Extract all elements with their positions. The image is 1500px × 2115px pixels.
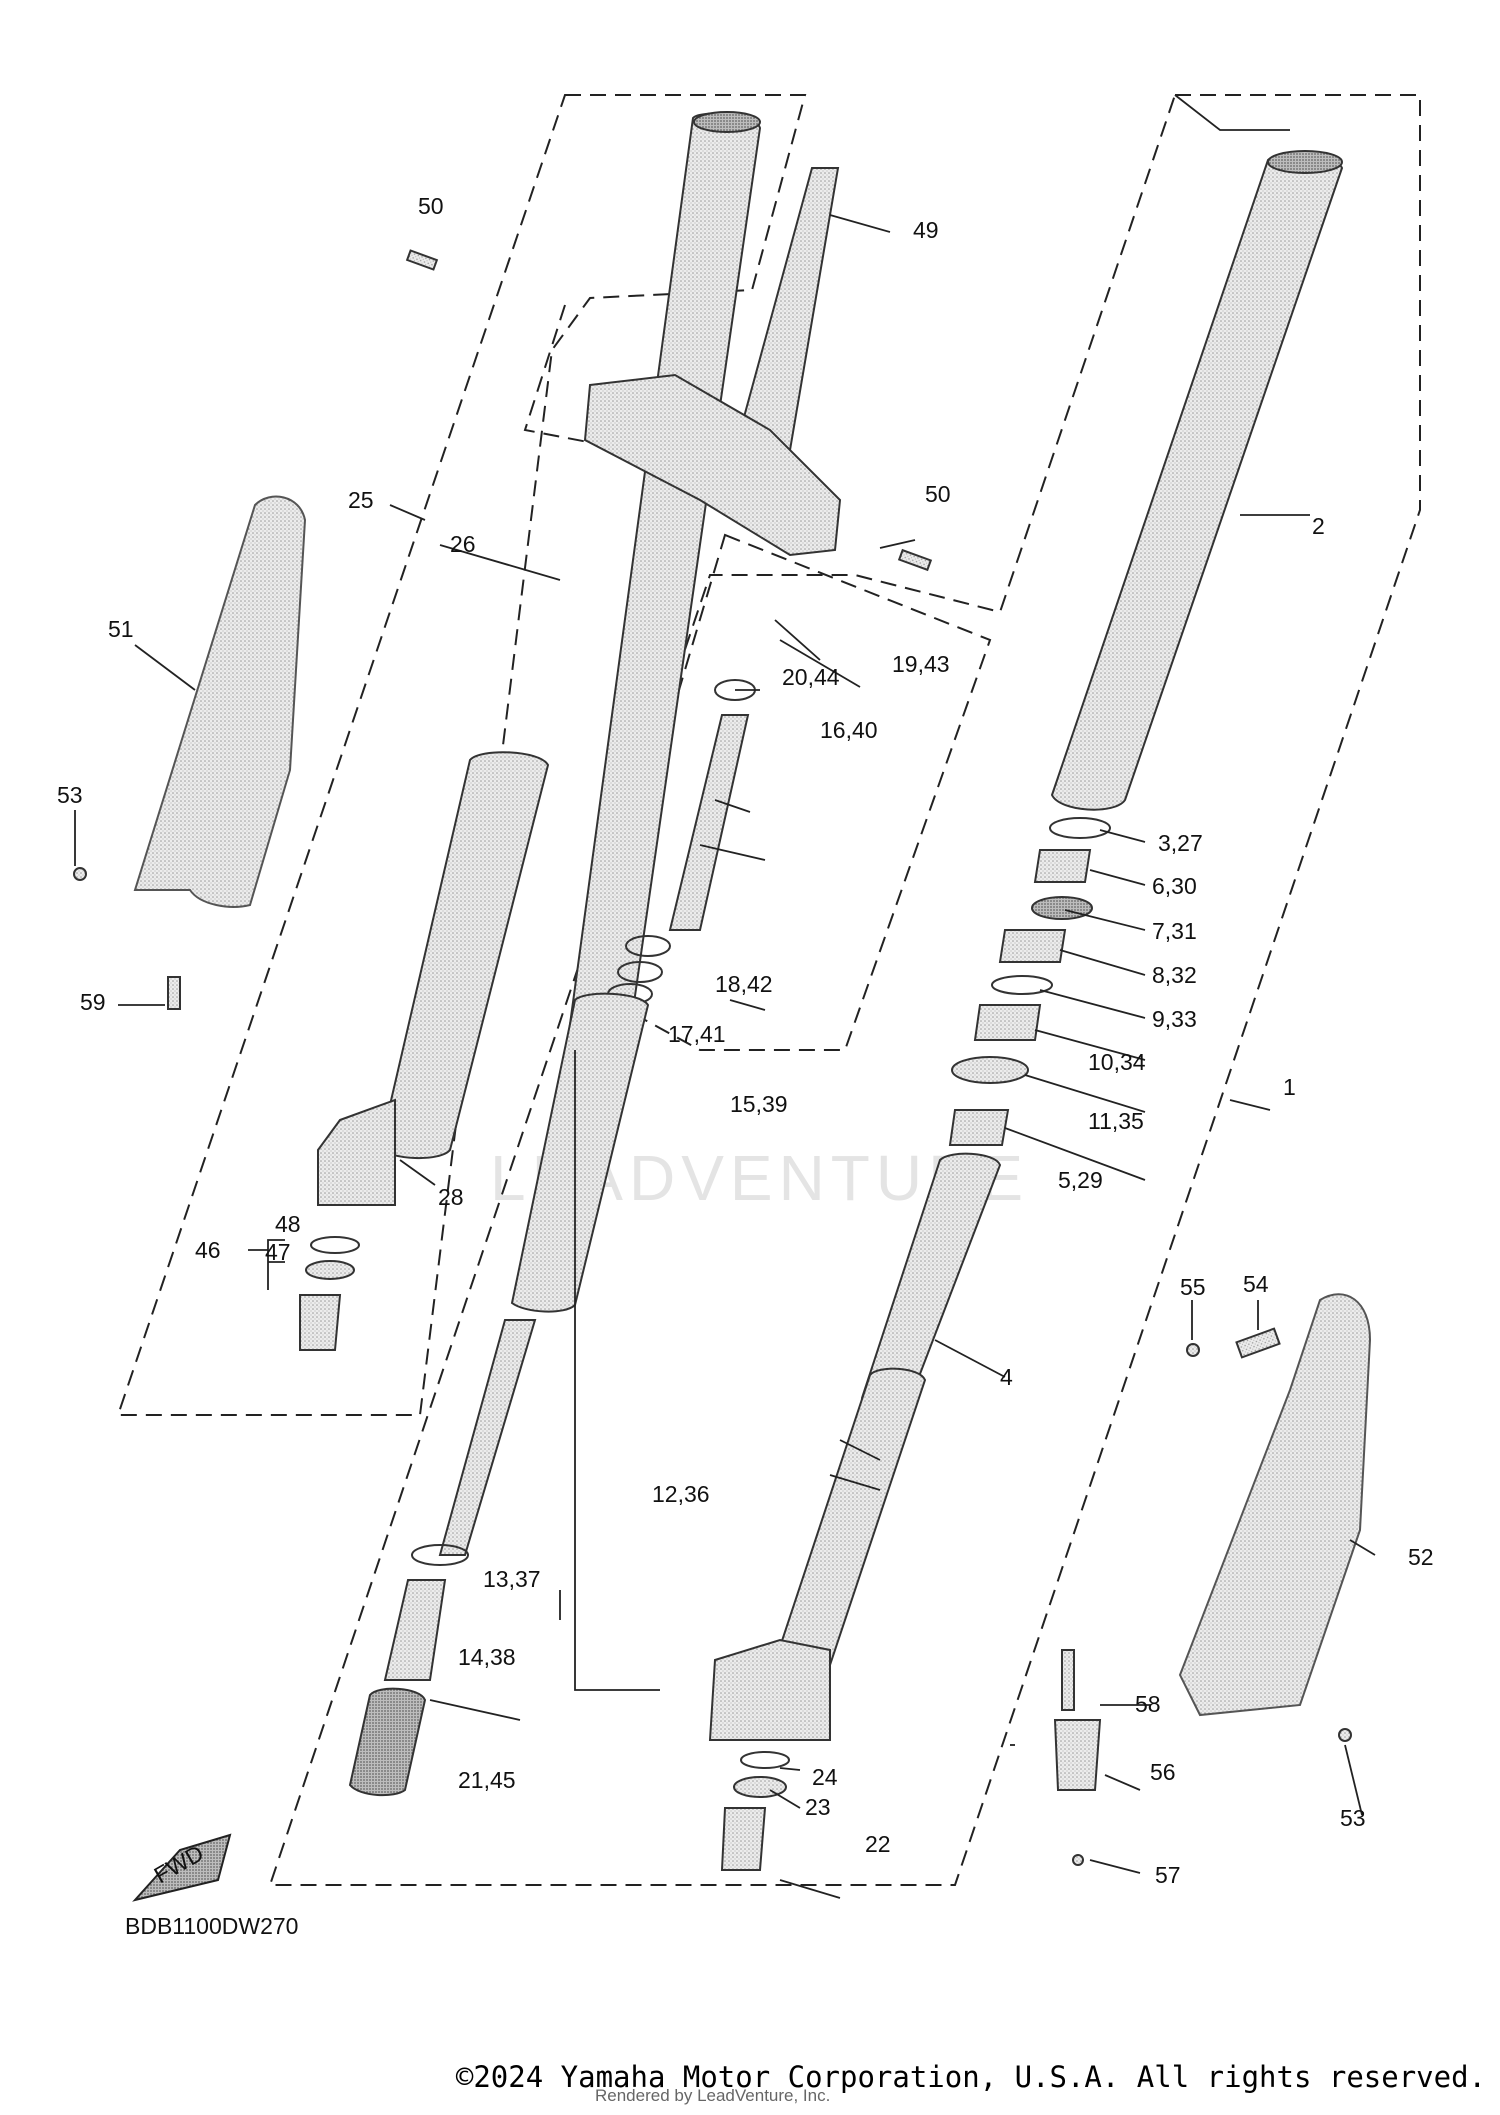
outline-lower-clamp [523, 304, 736, 471]
callout-16-40: 16,40 [820, 717, 878, 743]
callout-5-29: 5,29 [1058, 1167, 1103, 1193]
callout-3-27: 3,27 [1158, 830, 1203, 856]
callout-53-right: 53 [1340, 1805, 1366, 1831]
callout-57: 57 [1155, 1862, 1181, 1888]
damper-cartridge-parts [607, 679, 756, 1005]
fwd-arrow: FWD [132, 1833, 232, 1902]
callout-1: 1 [1283, 1074, 1296, 1100]
callout-51: 51 [108, 616, 134, 642]
callout-9-33: 9,33 [1152, 1006, 1197, 1032]
callout-11-35: 11,35 [1088, 1108, 1144, 1134]
callout-12-36: 12,36 [652, 1481, 710, 1507]
inner-cartridge-and-spring [348, 992, 650, 1797]
callout-59: 59 [80, 989, 106, 1015]
callout-4: 4 [1000, 1364, 1013, 1390]
callout-14-38: 14,38 [458, 1644, 516, 1670]
callout-47: 47 [265, 1239, 291, 1265]
callout-24: 24 [812, 1764, 838, 1790]
callout-54: 54 [1243, 1271, 1269, 1297]
leader-lines [74, 94, 1376, 1899]
left-fork-tube [317, 111, 762, 1206]
right-fork-inner-tube [708, 1152, 1002, 1741]
callout-23: 23 [805, 1794, 831, 1820]
callout-53-left: 53 [57, 782, 83, 808]
seal-stack [948, 817, 1111, 1146]
callout-56: 56 [1150, 1759, 1176, 1785]
callout-55: 55 [1180, 1274, 1206, 1300]
callout-15-39: 15,39 [730, 1091, 788, 1117]
right-fork-outer-tube [1050, 150, 1344, 811]
callout-2: 2 [1312, 513, 1325, 539]
callout-50-top: 50 [418, 193, 444, 219]
outline-left-fork-assembly [116, 94, 807, 1416]
callout-49: 49 [913, 217, 939, 243]
callout-8-32: 8,32 [1152, 962, 1197, 988]
callout-52: 52 [1408, 1544, 1434, 1570]
callout-13-37: 13,37 [483, 1566, 541, 1592]
callout-20-44: 20,44 [782, 664, 840, 690]
callout-26: 26 [450, 531, 476, 557]
copyright-notice: ©2024 Yamaha Motor Corporation, U.S.A. A… [455, 2060, 1486, 2094]
steering-stem [583, 167, 842, 557]
right-fork-guard [1178, 1293, 1372, 1717]
callout-48: 48 [275, 1211, 301, 1237]
callout-50-right: 50 [925, 481, 951, 507]
callout-22: 22 [865, 1831, 891, 1857]
callout-labels: 1 2 3,27 4 5,29 6,30 7,31 8,32 9,33 10,3… [57, 193, 1434, 1888]
callout-25: 25 [348, 487, 374, 513]
callout-6-30: 6,30 [1152, 873, 1197, 899]
hardware-parts [73, 249, 1352, 1871]
rendered-by-credit: Rendered by LeadVenture, Inc. [595, 2086, 831, 2105]
group-outlines [116, 94, 1421, 1886]
outline-right-fork-assembly [268, 94, 1421, 1886]
callout-18-42: 18,42 [715, 971, 773, 997]
callout-17-41: 17,41 [668, 1021, 726, 1047]
outline-damper-cartridge [588, 533, 992, 1051]
callout-7-31: 7,31 [1152, 918, 1197, 944]
callout-21-45: 21,45 [458, 1767, 516, 1793]
callout-19-43: 19,43 [892, 651, 950, 677]
callout-10-34: 10,34 [1088, 1049, 1146, 1075]
callout-28: 28 [438, 1184, 464, 1210]
diagram-code: BDB1100DW270 [125, 1913, 298, 1939]
callout-58: 58 [1135, 1691, 1161, 1717]
left-fork-guard [133, 495, 307, 908]
callout-46: 46 [195, 1237, 221, 1263]
